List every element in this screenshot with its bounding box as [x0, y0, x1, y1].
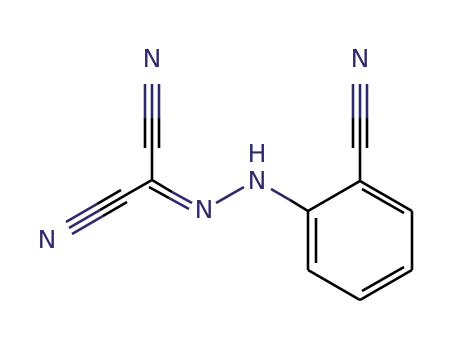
atom-n-azo: N — [195, 195, 214, 224]
bond-c-cn-left — [123, 178, 153, 198]
bond-n-nh — [215, 185, 245, 205]
atom-h-nh: H — [248, 139, 267, 168]
triple-bond-top-nitrile — [143, 84, 161, 148]
atom-n-right-nitrile: N — [351, 44, 370, 73]
bonds — [65, 84, 414, 302]
double-bond-c-n — [148, 178, 193, 211]
atom-n-nh: N — [248, 166, 267, 195]
atom-n-left-nitrile: N — [38, 225, 57, 254]
triple-bond-right-nitrile — [351, 84, 369, 148]
atom-labels: N N N H N N — [38, 44, 370, 254]
bond-nh-aryl — [270, 187, 309, 213]
triple-bond-left-nitrile — [65, 188, 128, 236]
atom-n-top-nitrile: N — [143, 44, 162, 73]
benzene-ring — [306, 179, 414, 302]
